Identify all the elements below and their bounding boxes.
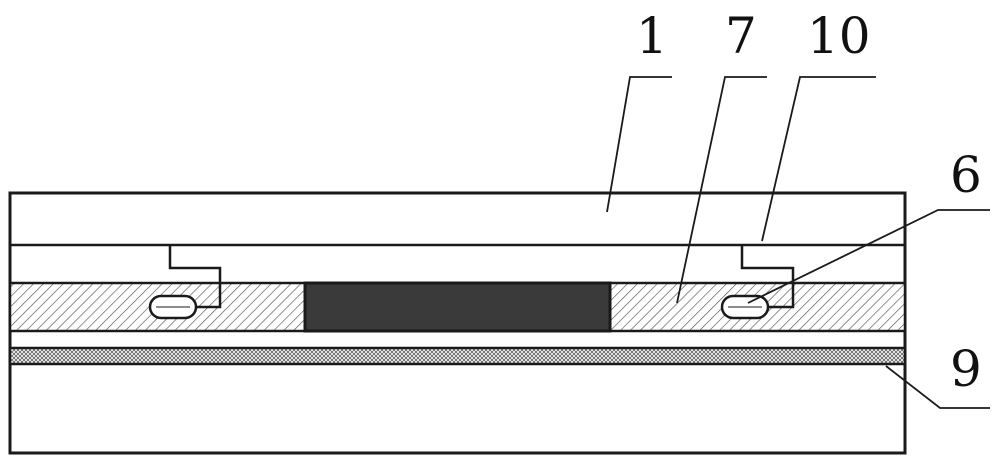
leader-line-10 xyxy=(761,76,876,242)
label-9: 9 xyxy=(950,340,982,398)
label-1: 1 xyxy=(636,7,668,65)
leader-line-7 xyxy=(676,76,767,304)
label-6: 6 xyxy=(950,146,982,204)
right-connector-wire xyxy=(740,245,795,309)
left-connector-wire xyxy=(168,245,222,309)
label-10: 10 xyxy=(807,7,871,65)
crosshatch-layer xyxy=(8,346,907,366)
label-7: 7 xyxy=(725,7,757,65)
leader-line-6 xyxy=(747,209,990,304)
dark-center-block xyxy=(303,281,612,333)
leader-line-1 xyxy=(606,76,672,213)
leader-line-9 xyxy=(885,365,990,409)
